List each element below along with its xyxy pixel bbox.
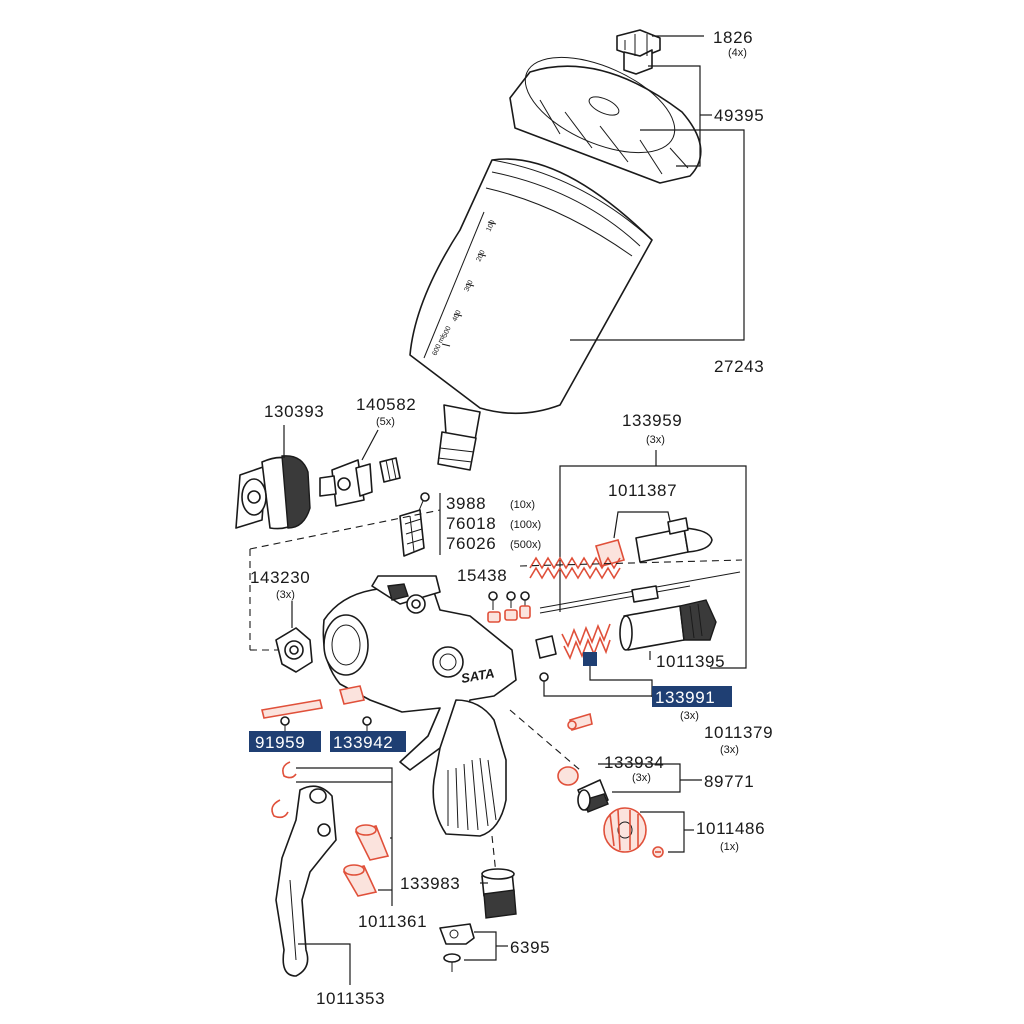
label-3988: 3988 xyxy=(446,494,486,513)
nozzle-insert xyxy=(379,457,401,483)
air-distribution-pin xyxy=(261,699,323,731)
leader-1011353 xyxy=(298,943,351,985)
qty-143230: (3x) xyxy=(276,589,295,601)
gun-body: SATA xyxy=(322,575,517,837)
assembly-line xyxy=(491,835,497,875)
highlight-133942 xyxy=(330,731,406,752)
label-27243: 27243 xyxy=(714,357,764,376)
qty-133991: (3x) xyxy=(680,710,699,722)
label-133942: 133942 xyxy=(333,733,393,752)
cup-scale-mark: 500 xyxy=(441,325,452,339)
qty-76018: (100x) xyxy=(510,519,541,531)
assembly-line xyxy=(519,559,743,567)
leader-140582 xyxy=(361,429,379,461)
hook-screw xyxy=(443,953,461,972)
paint-cup xyxy=(409,158,653,471)
label-1011387: 1011387 xyxy=(608,481,677,500)
needle-spring xyxy=(529,556,621,580)
label-133959: 133959 xyxy=(622,411,682,430)
label-133934: 133934 xyxy=(604,753,664,772)
label-1011353: 1011353 xyxy=(316,989,385,1008)
qty-140582: (5x) xyxy=(376,416,395,428)
micrometer-seal xyxy=(557,766,579,786)
bracket-89771 xyxy=(598,763,681,793)
label-1826: 1826 xyxy=(713,28,753,47)
label-1011361: 1011361 xyxy=(358,912,427,931)
gun-logo: SATA xyxy=(460,665,496,686)
highlight-91959 xyxy=(249,731,321,752)
cup-scale-mark: 400 xyxy=(451,309,462,323)
cup-scale-mark: 100 xyxy=(485,219,496,233)
label-76026: 76026 xyxy=(446,534,496,553)
needle-adjust-knob xyxy=(619,599,717,651)
micrometer-knob xyxy=(603,807,647,853)
air-connector xyxy=(481,868,517,919)
leader-133991 xyxy=(589,666,653,697)
highlight-133991 xyxy=(652,686,732,707)
bracket-1011486 xyxy=(640,811,685,853)
hook-plate xyxy=(439,923,475,945)
cup-scale-mark: 200 xyxy=(475,249,486,263)
bracket-49395 xyxy=(648,65,701,167)
qty-133959: (3x) xyxy=(646,434,665,446)
label-143230: 143230 xyxy=(250,568,310,587)
air-piston-spring xyxy=(535,623,611,660)
spreader-adjust xyxy=(275,627,313,673)
bracket-133959 xyxy=(559,465,747,669)
label-130393: 130393 xyxy=(264,402,324,421)
label-6395: 6395 xyxy=(510,938,550,957)
label-140582: 140582 xyxy=(356,395,416,414)
needle-packing xyxy=(487,591,531,623)
air-micrometer xyxy=(577,779,609,813)
label-1011486: 1011486 xyxy=(696,819,765,838)
air-cap xyxy=(235,455,311,530)
label-133983: 133983 xyxy=(400,874,460,893)
paint-needle xyxy=(539,571,741,614)
cup-vent-plug xyxy=(616,29,661,75)
paint-nozzle xyxy=(319,459,373,507)
trigger-stud xyxy=(567,712,593,732)
trigger xyxy=(275,785,337,977)
label-1011379: 1011379 xyxy=(704,723,773,742)
qty-133934: (3x) xyxy=(632,772,651,784)
paint-strainer xyxy=(399,492,430,557)
trigger-pins xyxy=(342,824,390,897)
label-91959: 91959 xyxy=(255,733,305,752)
qty-76026: (500x) xyxy=(510,539,541,551)
qty-3988: (10x) xyxy=(510,499,535,511)
label-76018: 76018 xyxy=(446,514,496,533)
cup-lid xyxy=(509,56,702,184)
label-15438: 15438 xyxy=(457,566,507,585)
label-89771: 89771 xyxy=(704,772,754,791)
trigger-clips xyxy=(271,761,297,819)
cup-scale-mark: 300 xyxy=(463,279,474,293)
qty-1011379: (3x) xyxy=(720,744,739,756)
qty-1826: (4x) xyxy=(728,47,747,59)
highlight-marker xyxy=(583,652,597,666)
micrometer-screw xyxy=(652,846,664,858)
label-1011395: 1011395 xyxy=(656,652,725,671)
assembly-line xyxy=(249,509,441,550)
label-133991: 133991 xyxy=(655,688,715,707)
bracket-1011361 xyxy=(296,767,393,906)
leader-27243 xyxy=(570,129,745,341)
qty-1011486: (1x) xyxy=(720,841,739,853)
needle-seal-cap xyxy=(594,517,713,567)
air-valve-seal xyxy=(338,685,372,731)
assembly-line xyxy=(509,709,581,771)
label-49395: 49395 xyxy=(714,106,764,125)
leader-133991b xyxy=(543,681,652,697)
